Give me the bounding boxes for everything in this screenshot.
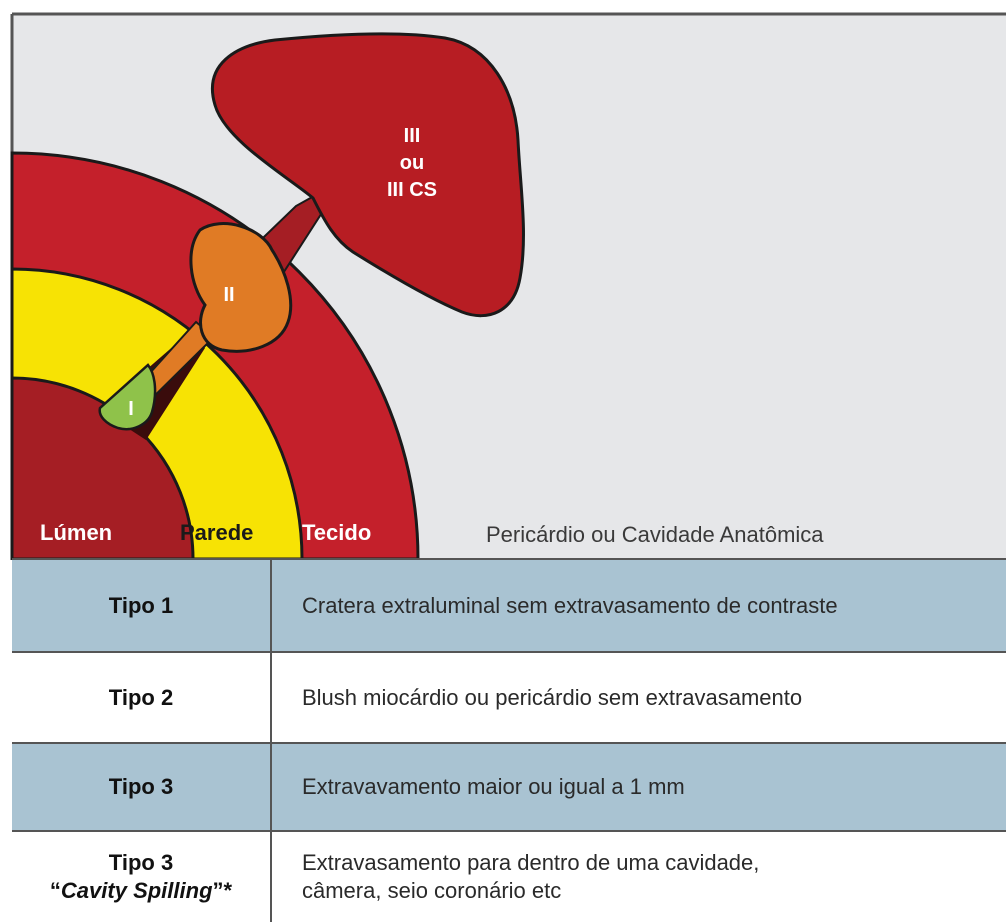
type-i-crater — [98, 363, 157, 431]
subtitle-close-quote: ”* — [212, 878, 233, 903]
type-iii-label-line2: ou — [400, 152, 424, 174]
description-cell: Extravavamento maior ou igual a 1 mm — [272, 744, 1006, 830]
type-label: Tipo 3 — [108, 850, 174, 875]
description-line-1: Extravasamento para dentro de uma cavida… — [302, 850, 760, 875]
description-line-2: câmera, seio coronário etc — [302, 878, 562, 903]
type-ii-label: II — [223, 284, 234, 306]
perforation-diagram: III ou III CS II I Lúmen Parede Tecido P… — [10, 12, 1006, 560]
type-cell: Tipo 1 — [12, 560, 272, 651]
type-label: Tipo 2 — [108, 684, 174, 710]
description-text: Cratera extraluminal sem extravasamento … — [302, 592, 838, 618]
type-iii-label-line3: III CS — [387, 179, 437, 201]
table-row-tipo-3: Tipo 3 Extravavamento maior ou igual a 1… — [12, 742, 1006, 830]
type-cell: Tipo 2 — [12, 653, 272, 742]
classification-table: Tipo 1 Cratera extraluminal sem extravas… — [12, 558, 1006, 922]
table-row-tipo-2: Tipo 2 Blush miocárdio ou pericárdio sem… — [12, 651, 1006, 742]
type-cell: Tipo 3 — [12, 744, 272, 830]
subtitle-open-quote: “ — [49, 878, 61, 903]
type-label: Tipo 3 — [108, 774, 174, 799]
type-subtitle: “Cavity Spilling”* — [50, 877, 232, 905]
type-ii-blob — [189, 222, 293, 353]
subtitle-italic: Cavity Spilling — [60, 878, 213, 903]
type-iii-label-line1: III — [404, 125, 421, 147]
table-row-tipo-3-cavity-spilling: Tipo 3 “Cavity Spilling”* Extravasamento… — [12, 830, 1006, 922]
type-label: Tipo 1 — [108, 592, 174, 618]
tissue-label: Tecido — [302, 520, 371, 545]
description-cell: Blush miocárdio ou pericárdio sem extrav… — [272, 653, 1006, 742]
space-label: Pericárdio ou Cavidade Anatômica — [486, 522, 824, 547]
type-iii-blob — [211, 32, 525, 318]
wall-label: Parede — [180, 520, 253, 545]
description-cell: Extravasamento para dentro de uma cavida… — [272, 832, 1006, 922]
description-cell: Cratera extraluminal sem extravasamento … — [272, 560, 1006, 651]
type-cell: Tipo 3 “Cavity Spilling”* — [12, 832, 272, 922]
table-row-tipo-1: Tipo 1 Cratera extraluminal sem extravas… — [12, 558, 1006, 651]
lumen-label: Lúmen — [40, 520, 112, 545]
description-text: Blush miocárdio ou pericárdio sem extrav… — [302, 684, 803, 710]
lumen-layer — [10, 376, 195, 560]
type-i-label: I — [128, 398, 134, 420]
description-text: Extravavamento maior ou igual a 1 mm — [302, 774, 685, 799]
